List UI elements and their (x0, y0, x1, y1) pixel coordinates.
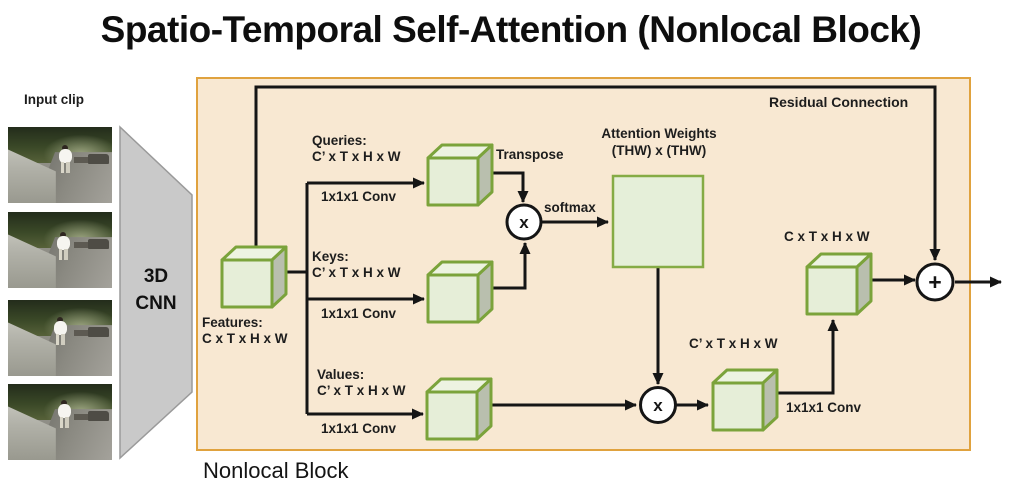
attention-weights-label: Attention Weights (THW) x (THW) (601, 126, 717, 158)
features-label: Features: C x T x H x W (202, 315, 288, 347)
frame-car (88, 327, 109, 338)
frame-car (88, 239, 109, 250)
input-frame-1 (8, 127, 112, 203)
frame-car (88, 154, 109, 165)
values-conv-label: 1x1x1 Conv (321, 421, 397, 436)
frame-person (57, 399, 71, 428)
queries-conv-label: 1x1x1 Conv (321, 189, 397, 204)
frame-person (56, 231, 70, 260)
frame-person (53, 316, 67, 345)
transpose-label: Transpose (496, 147, 564, 162)
keys-conv-label: 1x1x1 Conv (321, 306, 397, 321)
output-shape-label: C x T x H x W (784, 229, 870, 244)
values-label: Values: C’ x T x H x W (317, 367, 406, 399)
weighted-values-label: C’ x T x H x W (689, 336, 778, 351)
queries-label: Queries: C’ x T x H x W (312, 133, 401, 165)
input-clip-label: Input clip (24, 92, 84, 107)
input-frame-3 (8, 300, 112, 376)
residual-connection-label: Residual Connection (769, 94, 909, 110)
output-conv-label: 1x1x1 Conv (786, 400, 862, 415)
cnn-label: 3D CNN (135, 266, 177, 314)
frame-person (58, 145, 72, 174)
keys-label: Keys: C’ x T x H x W (312, 249, 401, 281)
softmax-label: softmax (544, 200, 596, 215)
page-title: Spatio-Temporal Self-Attention (Nonlocal… (100, 9, 922, 50)
input-frame-4 (8, 384, 112, 460)
frame-car (88, 411, 109, 422)
nonlocal-block-caption: Nonlocal Block (203, 458, 349, 483)
input-frame-2 (8, 212, 112, 288)
